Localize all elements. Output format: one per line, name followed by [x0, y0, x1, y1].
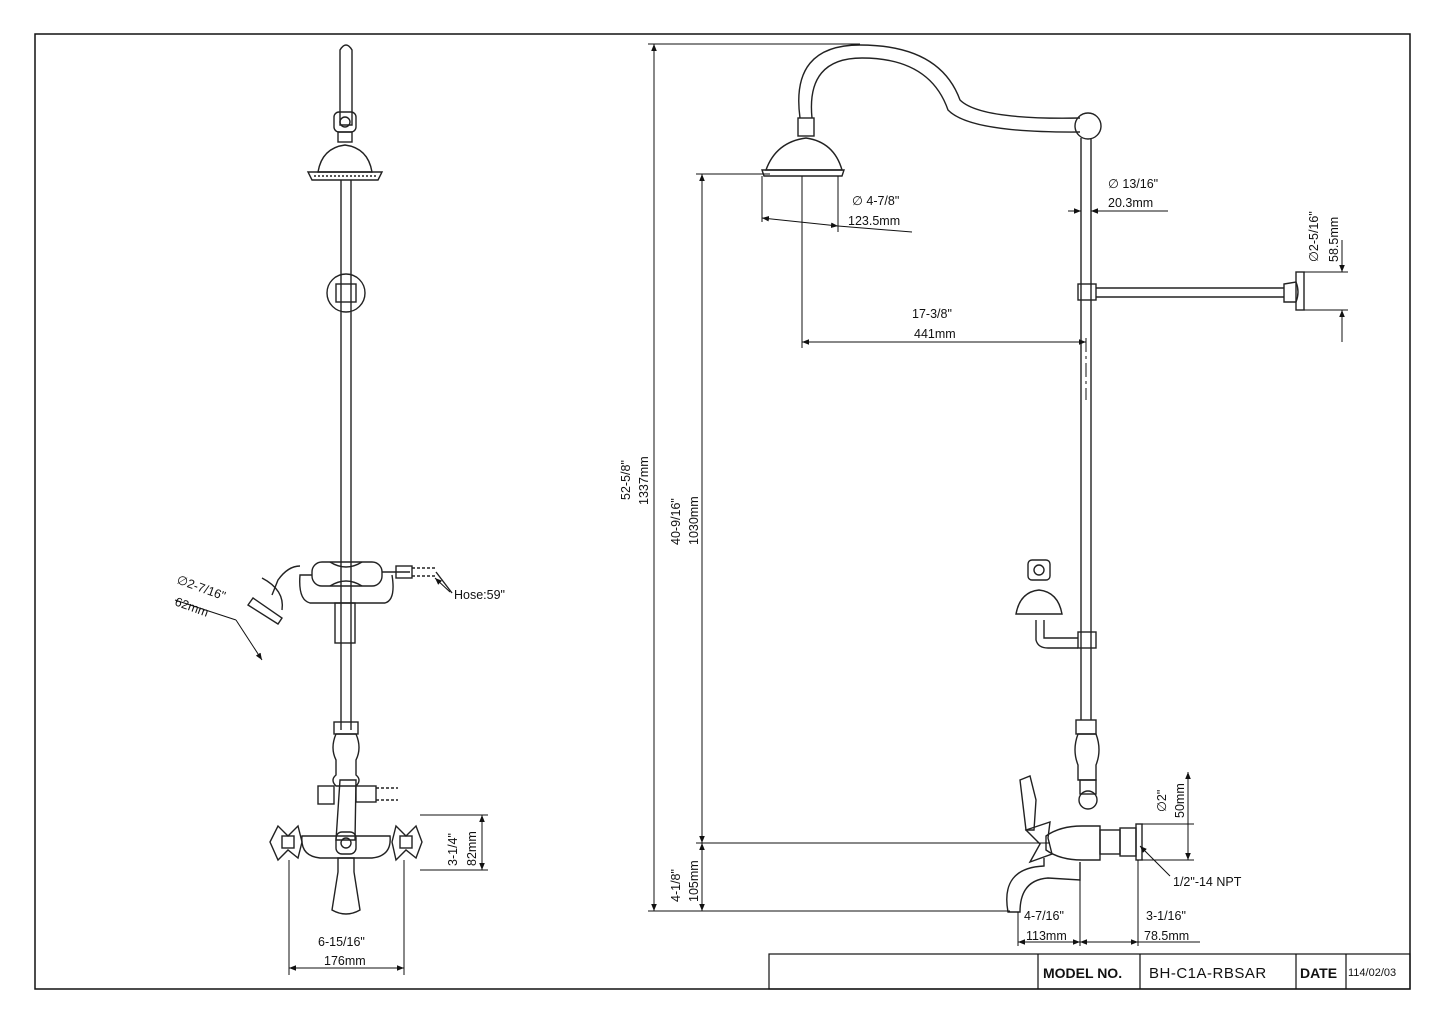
- pipe-diameter-inch: ∅ 13/16": [1108, 177, 1158, 191]
- drawing-border: [34, 33, 1411, 990]
- showerhead-diameter-inch: ∅ 4-7/8": [852, 194, 899, 208]
- side-view: [761, 44, 1305, 913]
- faucet-width-mm: 176mm: [324, 954, 366, 968]
- inlet-height-mm: 105mm: [687, 860, 701, 902]
- arm-reach-inch: 17-3/8": [912, 307, 952, 321]
- handshower-diameter-mm: 62mm: [173, 595, 210, 620]
- flange-diameter-inch: ∅2-5/16": [1307, 211, 1321, 262]
- date-label: DATE: [1300, 965, 1337, 981]
- title-block: [768, 953, 1411, 990]
- npt-label: 1/2"-14 NPT: [1173, 875, 1242, 889]
- inlet-diameter-inch: ∅2": [1155, 790, 1169, 812]
- pipe-diameter-mm: 20.3mm: [1108, 196, 1153, 210]
- model-label: MODEL NO.: [1043, 965, 1122, 981]
- faucet-height-inch: 3-1/4": [446, 833, 460, 866]
- model-value: BH-C1A-RBSAR: [1149, 965, 1267, 982]
- faucet-width-inch: 6-15/16": [318, 935, 365, 949]
- front-view: [247, 44, 453, 915]
- front-view-dimensions: [174, 577, 488, 975]
- showerhead-height-inch: 40-9/16": [669, 498, 683, 545]
- arm-reach-mm: 441mm: [914, 327, 956, 341]
- spout-reach-inch: 4-7/16": [1024, 909, 1064, 923]
- spout-reach-mm: 113mm: [1026, 929, 1067, 943]
- hose-label: Hose:59": [454, 588, 505, 602]
- total-height-inch: 52-5/8": [619, 460, 633, 500]
- inlet-height-inch: 4-1/8": [669, 869, 683, 902]
- showerhead-height-mm: 1030mm: [687, 496, 701, 545]
- side-view-dimension-text: 52-5/8" 1337mm 40-9/16" 1030mm 4-1/8" 10…: [619, 177, 1341, 943]
- flange-diameter-mm: 58.5mm: [1327, 217, 1341, 262]
- total-height-mm: 1337mm: [637, 456, 651, 505]
- wall-offset-inch: 3-1/16": [1146, 909, 1186, 923]
- wall-offset-mm: 78.5mm: [1144, 929, 1189, 943]
- faucet-height-mm: 82mm: [465, 831, 479, 866]
- date-value: 114/02/03: [1348, 967, 1396, 979]
- side-view-dimensions: [648, 43, 1348, 946]
- showerhead-diameter-mm: 123.5mm: [848, 214, 900, 228]
- front-view-dimension-text: ∅2-7/16" 62mm Hose:59" 3-1/4" 82mm 6-15/…: [173, 573, 505, 968]
- inlet-diameter-mm: 50mm: [1173, 783, 1187, 818]
